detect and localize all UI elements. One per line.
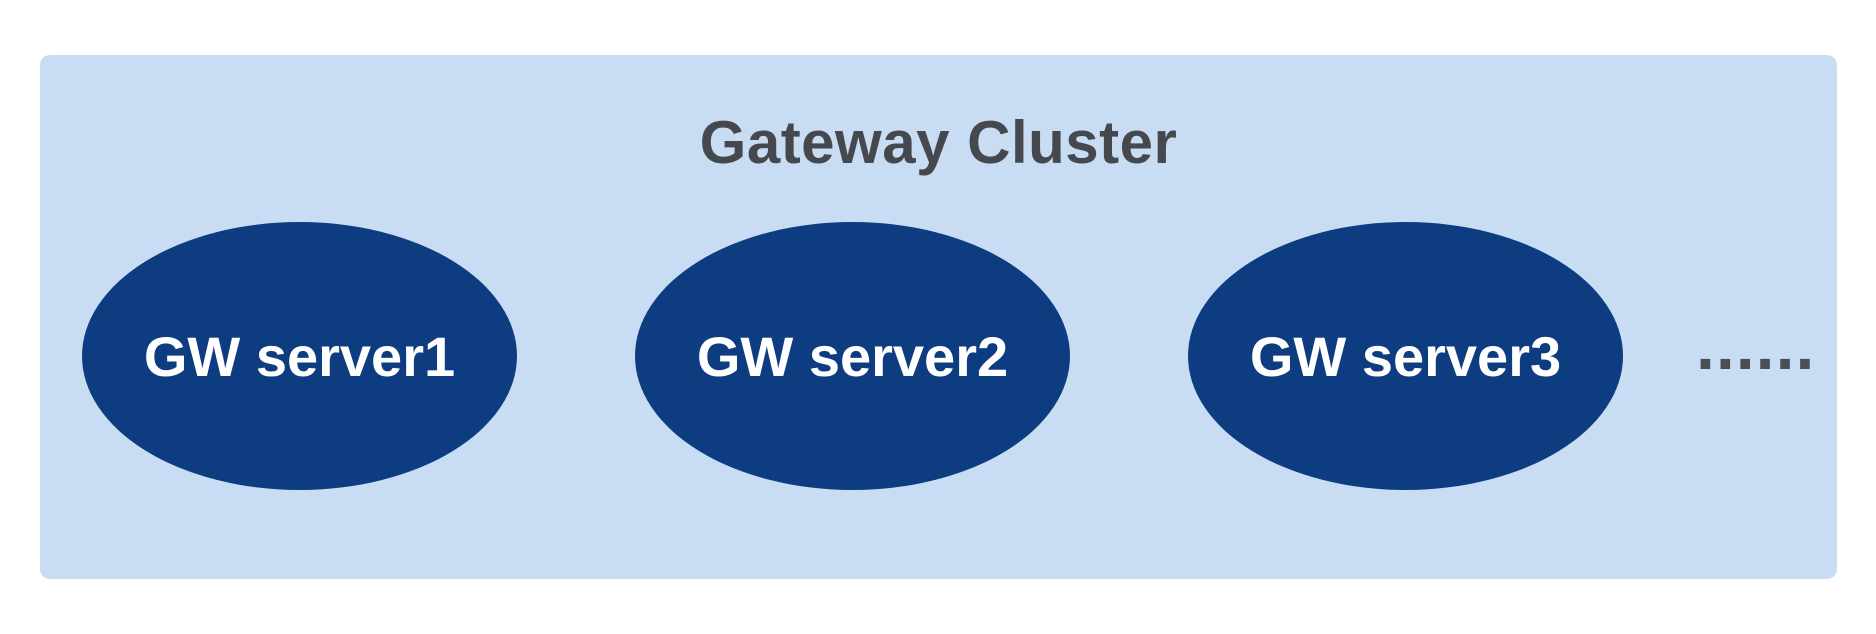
gateway-cluster-container: Gateway Cluster GW server1 GW server2 GW… — [40, 55, 1837, 579]
server-row: GW server1 GW server2 GW server3 ...... — [82, 222, 1815, 490]
gw-server2-label: GW server2 — [696, 324, 1009, 388]
gw-server2-node: GW server2 — [635, 222, 1070, 490]
gw-server3-label: GW server3 — [1249, 324, 1562, 388]
cluster-title: Gateway Cluster — [699, 109, 1178, 176]
gw-server1-node: GW server1 — [82, 222, 517, 490]
gw-server1-label: GW server1 — [143, 324, 456, 388]
more-servers-indicator: ...... — [1696, 308, 1816, 384]
gw-server3-node: GW server3 — [1188, 222, 1623, 490]
